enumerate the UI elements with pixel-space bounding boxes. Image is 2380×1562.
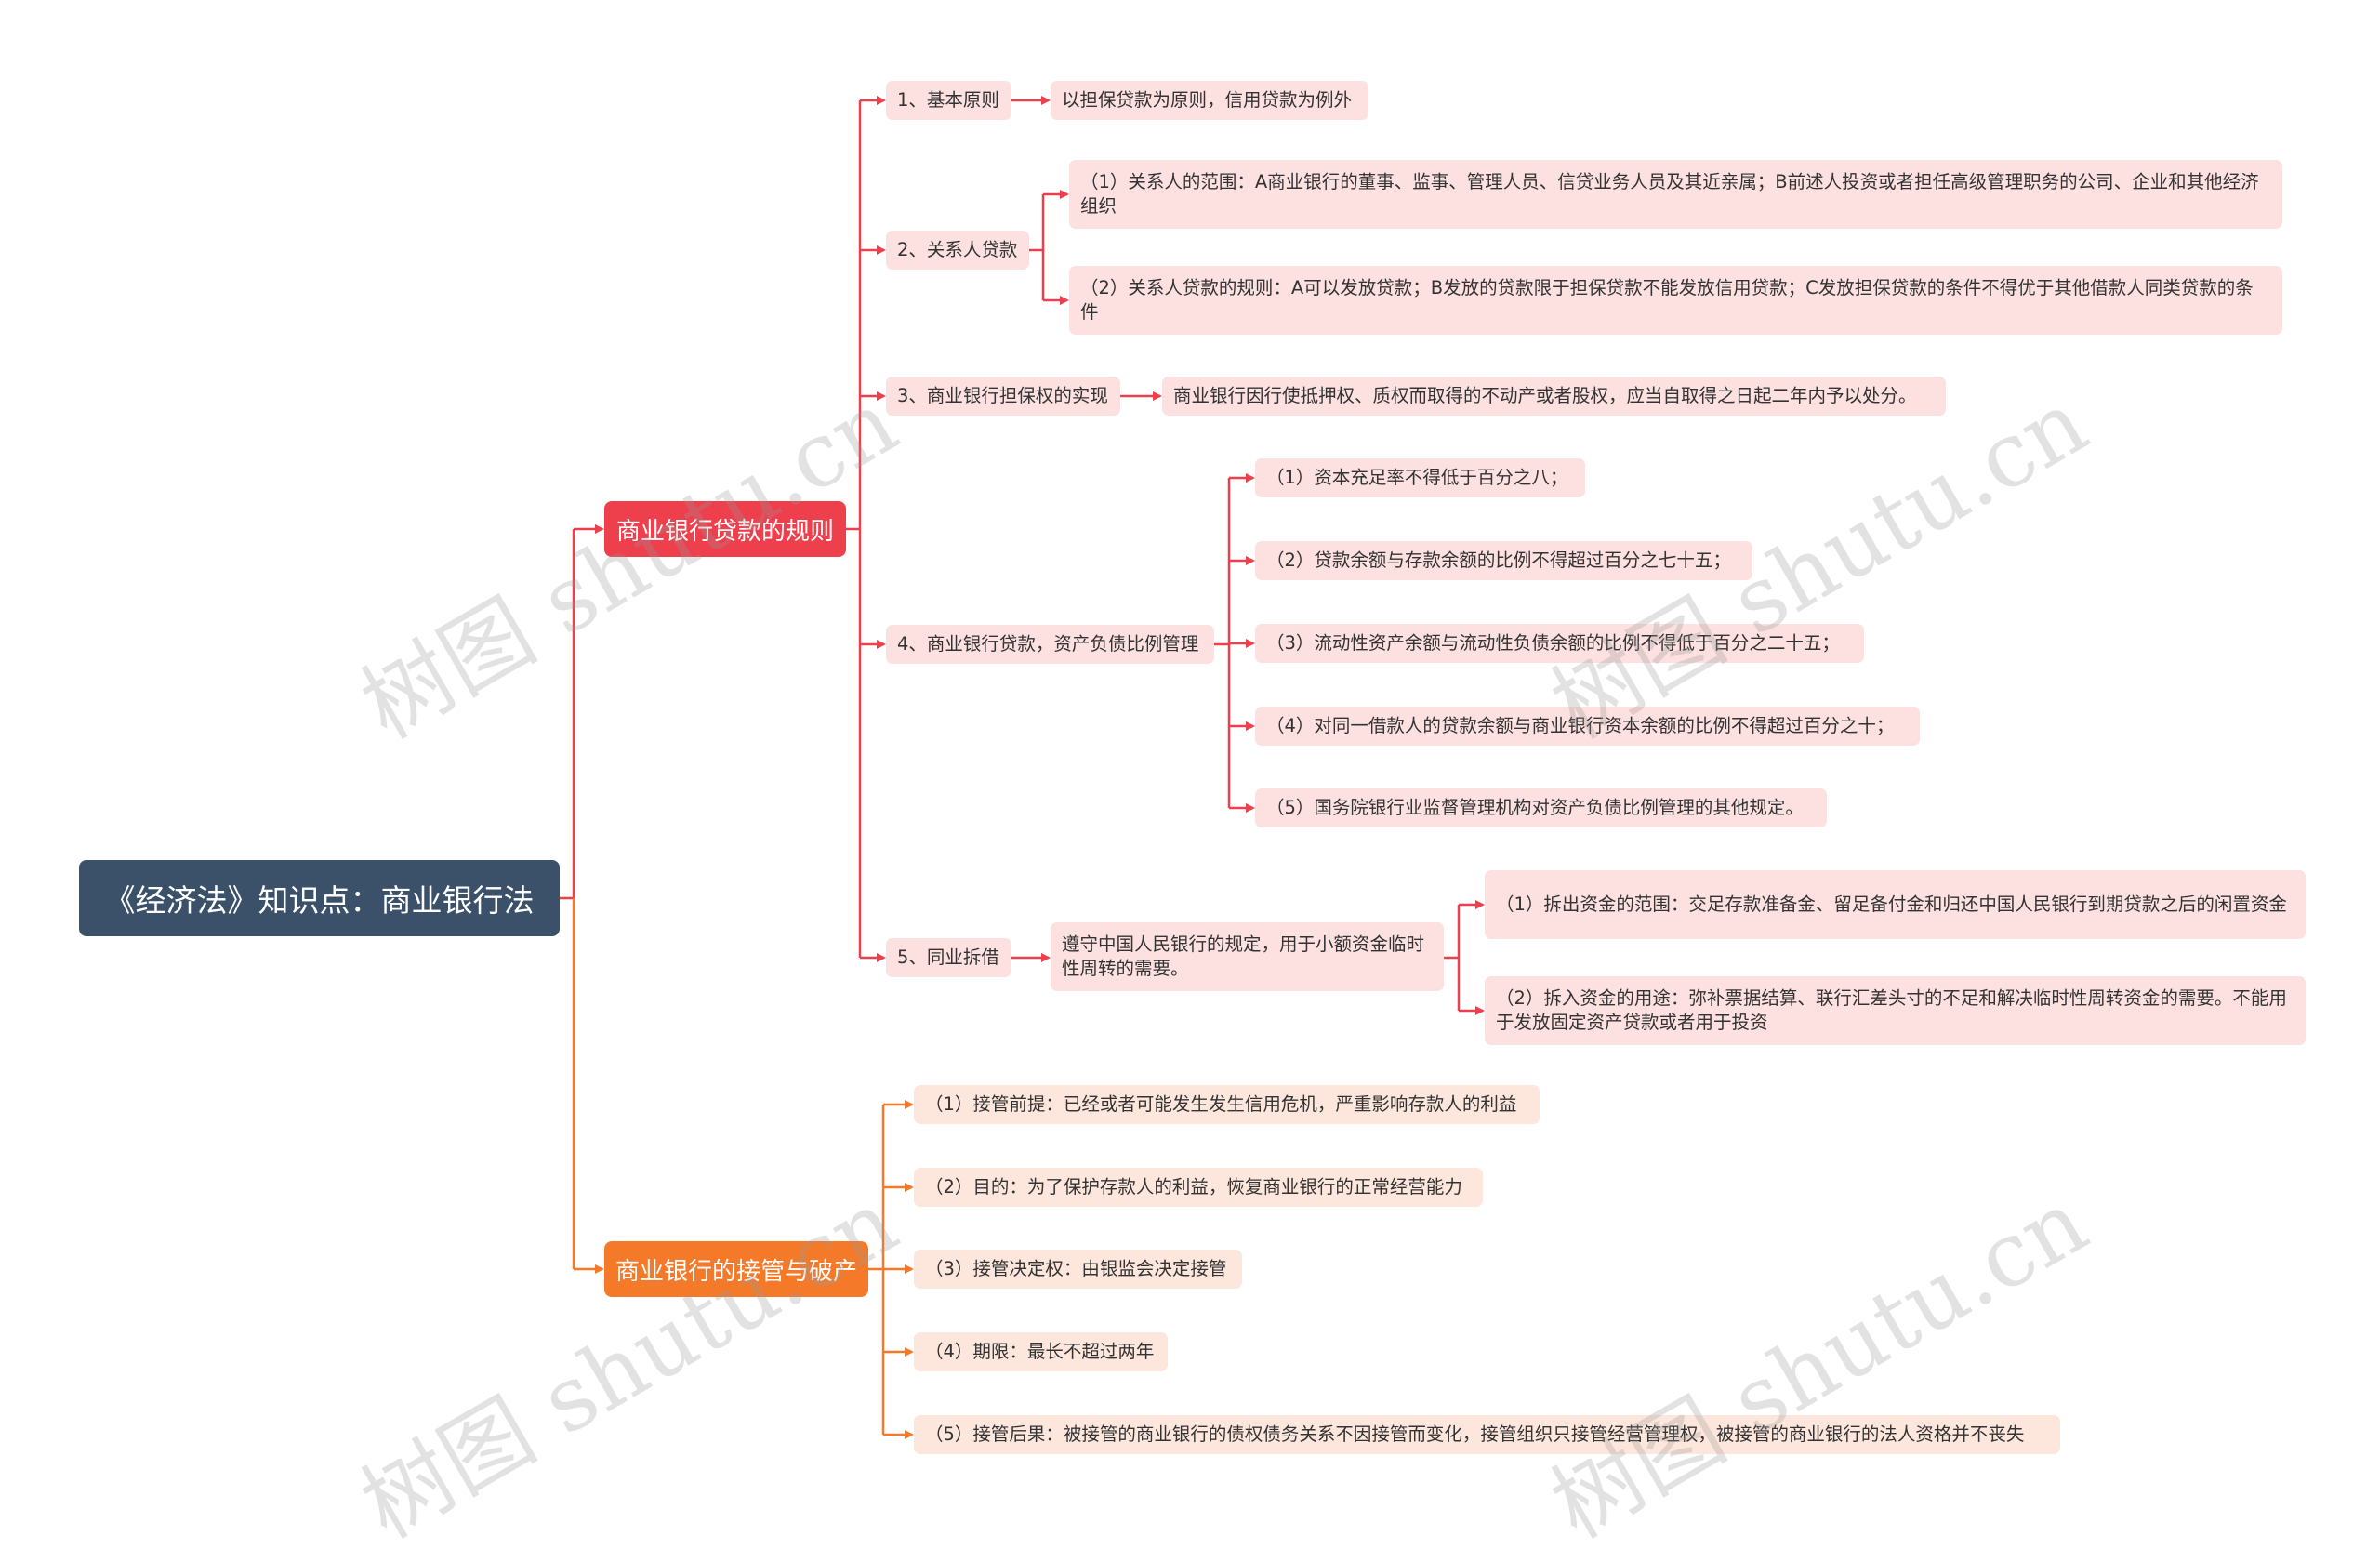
- loan-item-basic-principle[interactable]: 1、基本原则: [886, 81, 1012, 120]
- ratio-rule-1[interactable]: （1）资本充足率不得低于百分之八；: [1255, 458, 1585, 497]
- ratio-rule-5[interactable]: （5）国务院银行业监督管理机构对资产负债比例管理的其他规定。: [1255, 788, 1827, 827]
- root-node[interactable]: 《经济法》知识点：商业银行法: [79, 860, 560, 936]
- related-party-rules[interactable]: （2）关系人贷款的规则：A可以发放贷款；B发放的贷款限于担保贷款不能发放信用贷款…: [1069, 266, 2282, 335]
- related-party-scope[interactable]: （1）关系人的范围：A商业银行的董事、监事、管理人员、信贷业务人员及其近亲属；B…: [1069, 160, 2282, 229]
- loan-item-related-party[interactable]: 2、关系人贷款: [886, 231, 1029, 270]
- ratio-rule-2[interactable]: （2）贷款余额与存款余额的比例不得超过百分之七十五；: [1255, 541, 1752, 580]
- loan-item-asset-liability-ratio[interactable]: 4、商业银行贷款，资产负债比例管理: [886, 625, 1214, 664]
- takeover-item-1[interactable]: （1）接管前提：已经或者可能发生发生信用危机，严重影响存款人的利益: [914, 1085, 1540, 1124]
- interbank-borrow-in-use[interactable]: （2）拆入资金的用途：弥补票据结算、联行汇差头寸的不足和解决临时性周转资金的需要…: [1485, 976, 2306, 1045]
- takeover-item-2[interactable]: （2）目的：为了保护存款人的利益，恢复商业银行的正常经营能力: [914, 1168, 1483, 1207]
- ratio-rule-4[interactable]: （4）对同一借款人的贷款余额与商业银行资本余额的比例不得超过百分之十；: [1255, 707, 1920, 746]
- branch-loan-rules[interactable]: 商业银行贷款的规则: [604, 501, 846, 557]
- takeover-item-3[interactable]: （3）接管决定权：由银监会决定接管: [914, 1250, 1242, 1289]
- collateral-realization-detail[interactable]: 商业银行因行使抵押权、质权而取得的不动产或者股权，应当自取得之日起二年内予以处分…: [1162, 377, 1946, 416]
- basic-principle-detail[interactable]: 以担保贷款为原则，信用贷款为例外: [1051, 81, 1368, 120]
- takeover-item-4[interactable]: （4）期限：最长不超过两年: [914, 1332, 1168, 1371]
- interbank-lend-out-scope[interactable]: （1）拆出资金的范围：交足存款准备金、留足备付金和归还中国人民银行到期贷款之后的…: [1485, 870, 2306, 939]
- loan-item-interbank-lending[interactable]: 5、同业拆借: [886, 938, 1012, 977]
- interbank-lending-detail[interactable]: 遵守中国人民银行的规定，用于小额资金临时性周转的需要。: [1051, 922, 1444, 991]
- takeover-item-5[interactable]: （5）接管后果：被接管的商业银行的债权债务关系不因接管而变化，接管组织只接管经营…: [914, 1415, 2060, 1454]
- loan-item-collateral-realization[interactable]: 3、商业银行担保权的实现: [886, 377, 1120, 416]
- branch-takeover-bankruptcy[interactable]: 商业银行的接管与破产: [604, 1241, 868, 1297]
- ratio-rule-3[interactable]: （3）流动性资产余额与流动性负债余额的比例不得低于百分之二十五；: [1255, 624, 1864, 663]
